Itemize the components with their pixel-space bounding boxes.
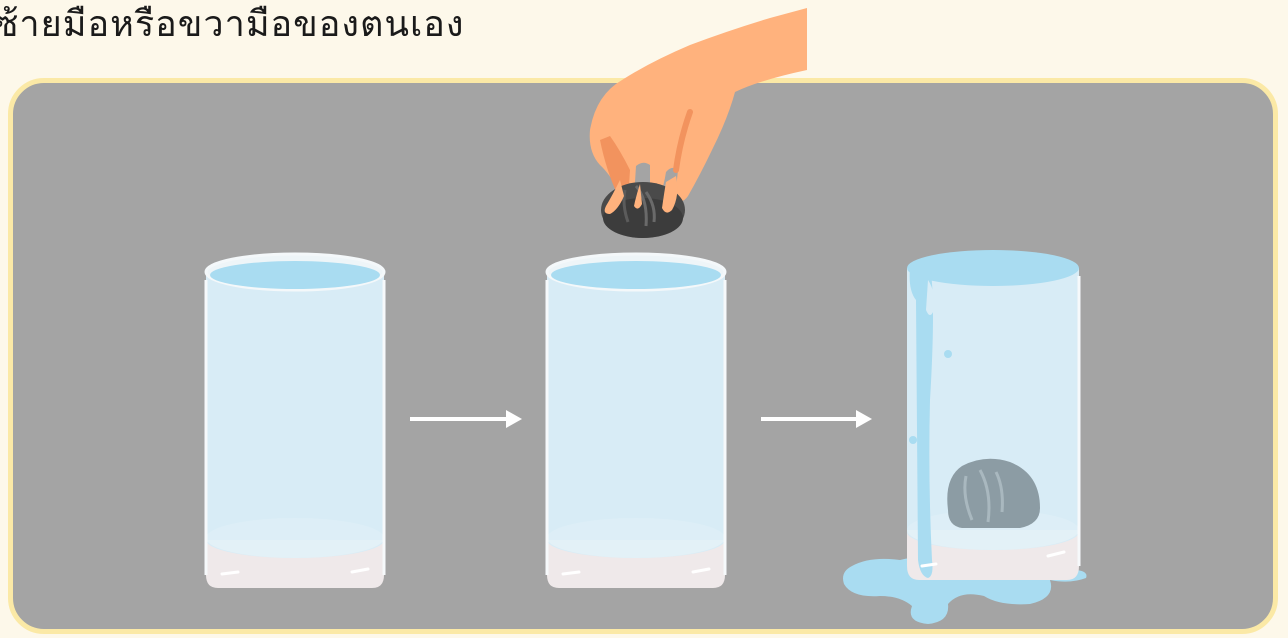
glass-3	[907, 250, 1079, 580]
arrow-right-icon	[410, 410, 522, 428]
glass-1	[206, 254, 384, 588]
hand-icon	[590, 8, 807, 202]
arrow-right-icon	[761, 410, 872, 428]
glass-2	[547, 254, 725, 588]
